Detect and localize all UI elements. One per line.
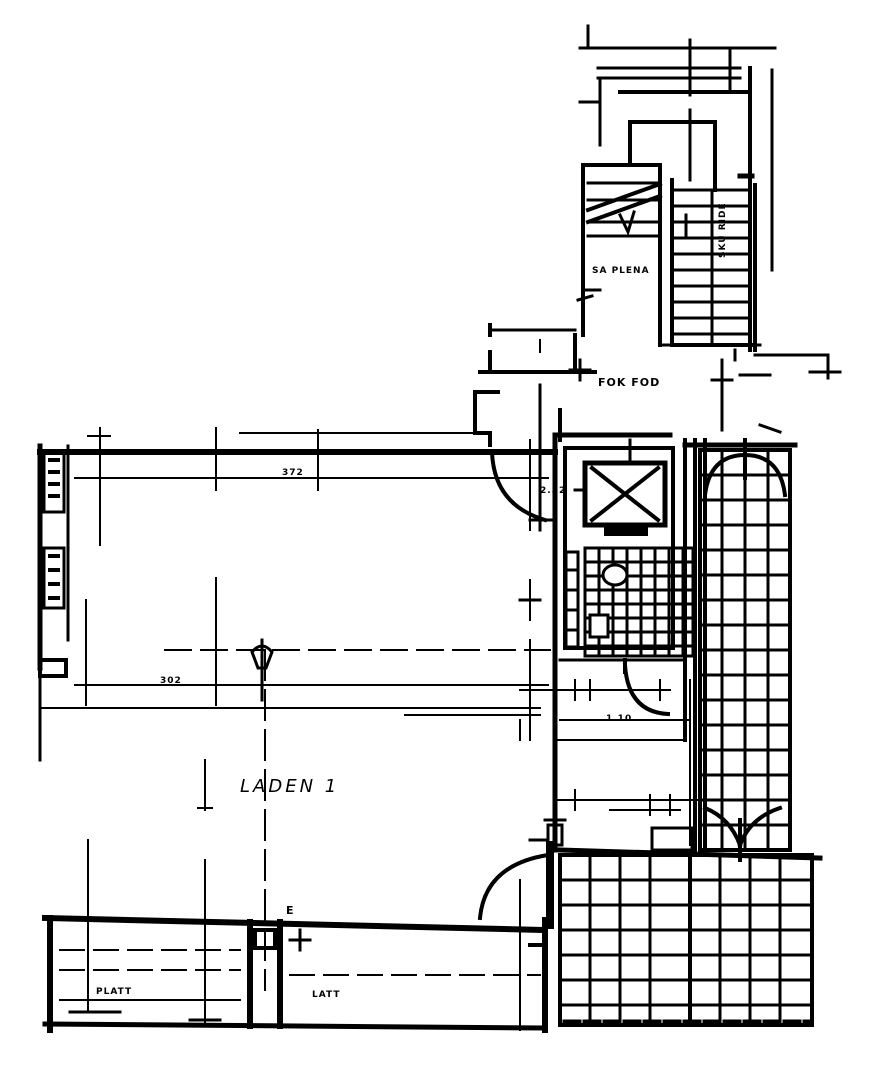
lower-entry-door-swing (477, 852, 551, 921)
room-label-stair: SA PLENA (592, 266, 650, 276)
column-symbol (250, 638, 274, 702)
right-corridor-tiles (693, 438, 792, 852)
dimension-lines (39, 427, 551, 991)
section-mark-e: E (286, 904, 295, 917)
bottom-right-tiles (557, 826, 823, 1027)
room-label-stair-side: SKU RIDE (718, 202, 728, 258)
stair-left-treads (585, 181, 663, 238)
stair-right-treads (670, 173, 755, 347)
dimension-mid-side: 1.10 (606, 714, 633, 724)
stairwell-walls (578, 24, 842, 380)
bottom-store-walls (41, 839, 554, 1033)
service-core-walls (553, 433, 798, 762)
lift-shaft (573, 438, 668, 536)
stair-landing-marks (538, 288, 734, 432)
dimension-top-span: 372 (282, 468, 304, 478)
dimension-upper-side: 2.52 (540, 486, 567, 496)
dimension-mid-span: 302 (160, 676, 182, 686)
room-label-foyer: FOK FOD (598, 376, 661, 389)
room-label-right-store: LATT (312, 990, 341, 1000)
entry-door-swing (489, 449, 548, 523)
room-label-left-store: PLATT (96, 987, 133, 997)
wc-tiled-floor (564, 546, 695, 658)
core-ticks (518, 598, 567, 852)
entry-passage-walls (473, 323, 673, 532)
room-label-shop: LADEN 1 (240, 776, 340, 797)
left-window-elements (38, 450, 68, 678)
